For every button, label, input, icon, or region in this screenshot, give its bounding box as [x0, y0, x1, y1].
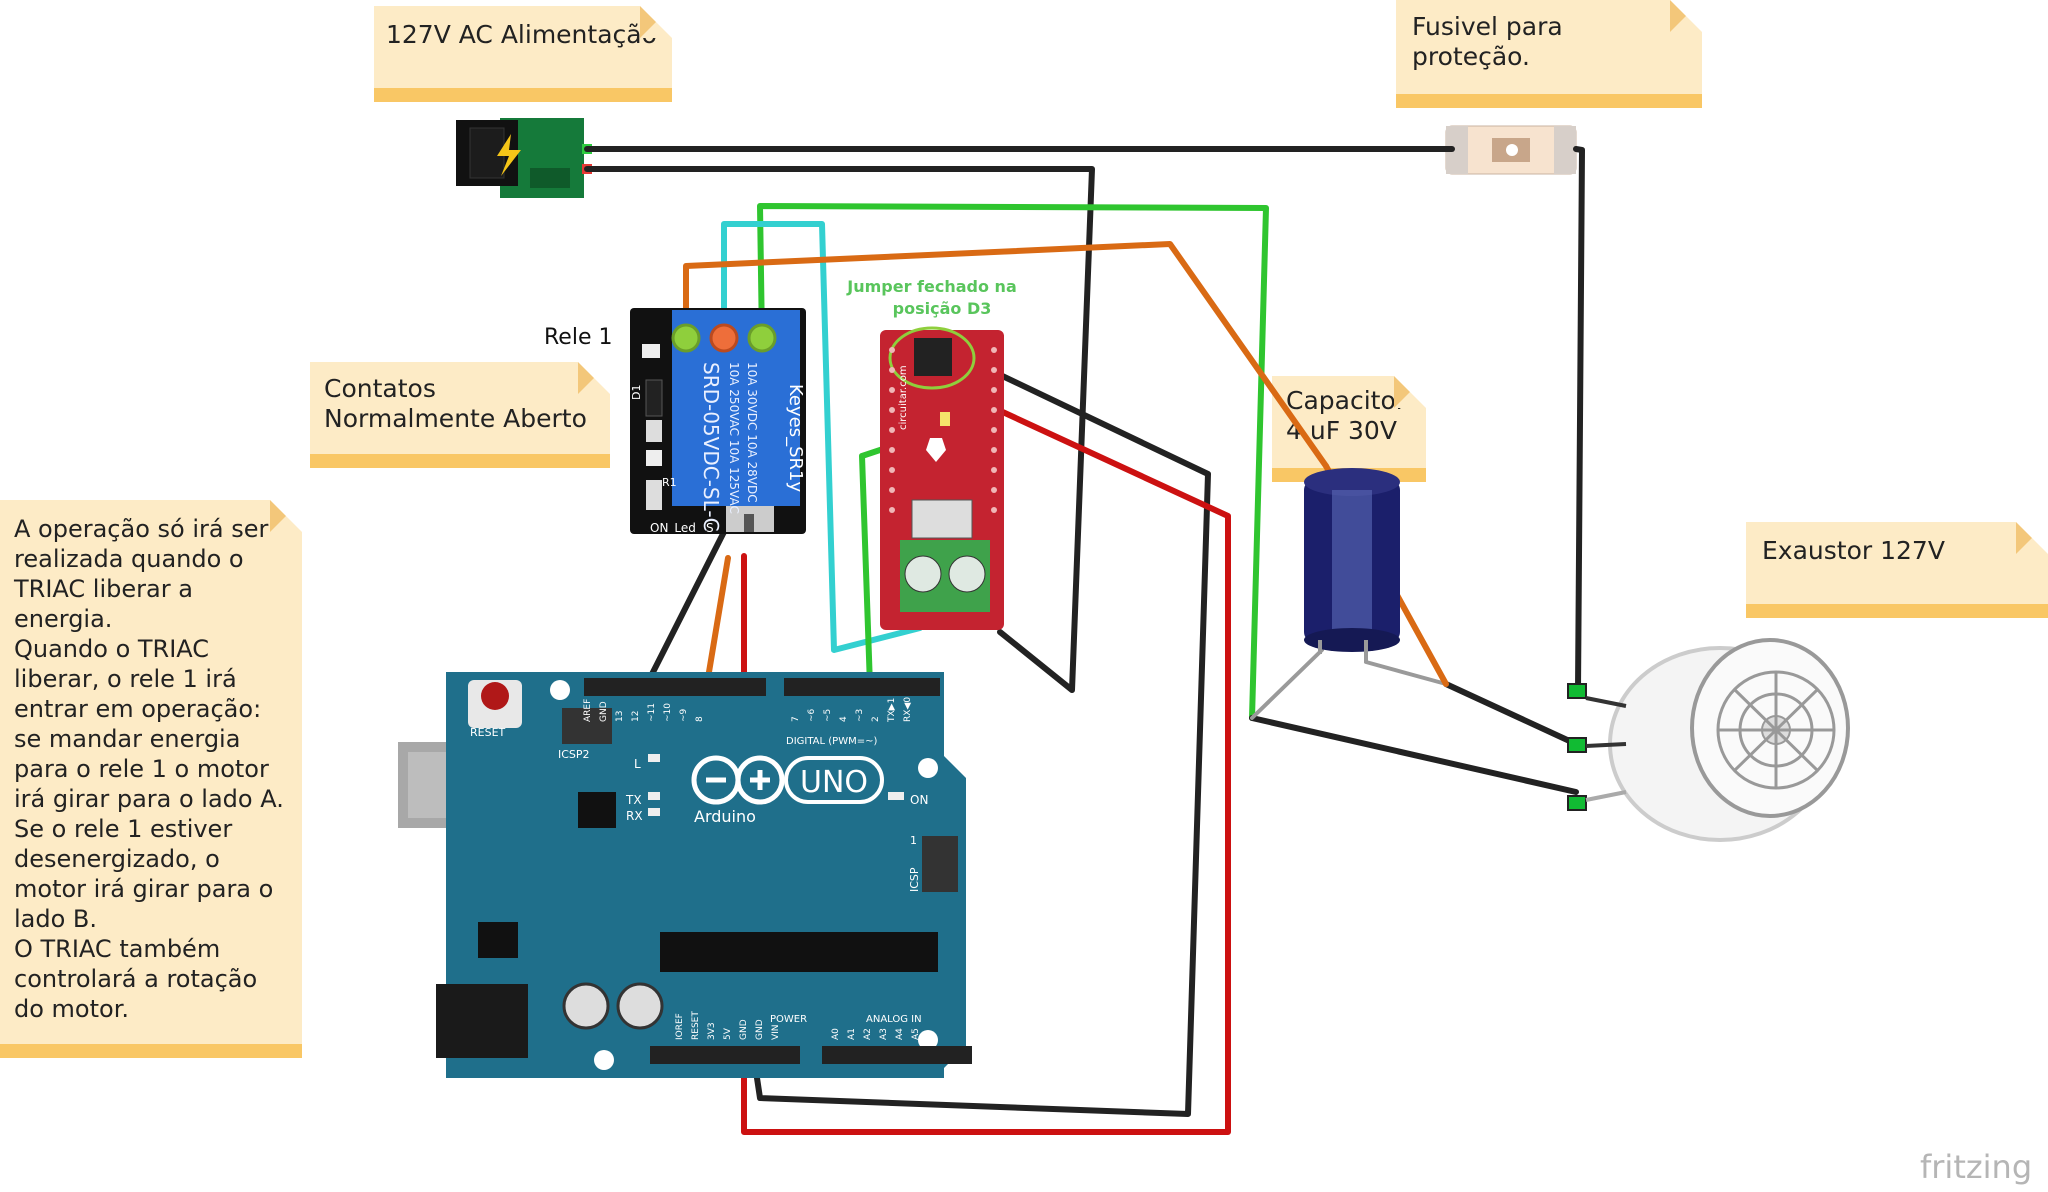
arduino-top-pin-label: AREF — [583, 699, 593, 722]
wire-green-relay-fan — [757, 203, 1269, 721]
arduino-top-pin-label: 13 — [615, 711, 625, 722]
jumper-note-line2: posição D3 — [893, 299, 992, 318]
arduino-top-pin-label: ~5 — [823, 709, 833, 722]
arduino-on-label: ON — [910, 793, 928, 807]
arduino-uno-text: UNO — [800, 765, 868, 800]
note-contacts: Contatos Normalmente Aberto — [310, 362, 610, 468]
arduino-top-pin-label: 8 — [695, 716, 705, 722]
arduino-top-pin-label: RX◀0 — [903, 697, 913, 722]
arduino-top-pin-label: TX▶1 — [887, 698, 897, 723]
relay-title: Rele 1 — [544, 325, 612, 350]
arduino-l-label: L — [634, 757, 641, 771]
arduino-top-pin-label: ~11 — [647, 703, 657, 722]
arduino-top-pin-label: ~10 — [663, 703, 673, 722]
arduino-icsp-label: ICSP — [908, 867, 921, 892]
relay-module-icon: Rele 1 ON_Led S D1 R1 SRD-05VDC-SL-C 10A… — [544, 308, 806, 535]
relay-led-label: ON_Led — [650, 521, 696, 535]
note-power-text: 127V AC Alimentação — [386, 20, 657, 49]
wire-orange-relay-cap — [683, 241, 1329, 469]
arduino-icsp-one: 1 — [910, 834, 917, 847]
arduino-top-pin-label: 12 — [631, 711, 641, 722]
wire-black-triac-gnd — [751, 369, 1211, 1117]
wire-gray-cap-right — [1364, 660, 1448, 686]
wire-black-relay-gnd — [643, 517, 733, 689]
arduino-top-pin-label: 7 — [791, 716, 801, 722]
arduino-uno-icon: UNO Arduino RESET ICSP2 L TX RX ON DIGIT… — [398, 672, 972, 1078]
arduino-top-pin-label: ~3 — [855, 709, 865, 722]
relay-r1: R1 — [662, 476, 677, 489]
note-fuse: Fusivel para proteção. — [1396, 0, 1702, 108]
arduino-bottom-pin-label: A1 — [847, 1028, 857, 1040]
arduino-bottom-pin-label: A2 — [863, 1028, 873, 1040]
note-fuse-text: Fusivel para proteção. — [1412, 12, 1563, 71]
arduino-top-pin-label: ~9 — [679, 708, 689, 722]
relay-rating-1: 10A 250VAC 10A 125VAC — [727, 362, 741, 514]
relay-model: SRD-05VDC-SL-C — [699, 362, 723, 532]
arduino-icsp2-label: ICSP2 — [558, 748, 590, 761]
relay-d1: D1 — [630, 385, 643, 400]
wire-black-cap-fan — [1443, 681, 1579, 747]
note-exhaust-text: Exaustor 127V — [1762, 536, 1945, 565]
arduino-digital-label: DIGITAL (PWM=~) — [786, 736, 877, 747]
jumper-note-line1: Jumper fechado na — [846, 277, 1016, 296]
arduino-bottom-pin-label: A0 — [831, 1028, 841, 1040]
note-contacts-text: Contatos Normalmente Aberto — [324, 374, 587, 433]
arduino-rx-label: RX — [626, 809, 643, 823]
relay-rating-2: 10A 30VDC 10A 28VDC — [745, 362, 759, 503]
wire-black-power-triac — [584, 166, 1095, 693]
arduino-top-pin-label: ~6 — [807, 708, 817, 722]
arduino-analog-label: ANALOG IN — [866, 1014, 922, 1025]
wire-orange-relay-11 — [703, 555, 731, 693]
arduino-reset-label: RESET — [470, 726, 506, 739]
arduino-bottom-pin-label: GND — [739, 1019, 749, 1040]
arduino-bottom-pin-label: A5 — [911, 1028, 921, 1040]
wire-black-fuse-fan — [1573, 146, 1585, 693]
arduino-bottom-pin-label: A4 — [895, 1028, 905, 1040]
relay-brand: Keyes_SR1y — [785, 384, 806, 492]
arduino-bottom-pin-label: A3 — [879, 1028, 889, 1040]
arduino-bottom-pin-label: IOREF — [675, 1013, 685, 1040]
arduino-bottom-pin-label: 5V — [723, 1027, 733, 1040]
capacitor-icon — [1304, 468, 1400, 662]
note-capacitor-text: Capacitor 4 uF 30V — [1286, 386, 1407, 445]
arduino-top-pin-label: 4 — [839, 716, 849, 722]
note-operation: A operação só irá ser realizada quando o… — [0, 500, 302, 1058]
arduino-bottom-pin-label: GND — [755, 1019, 765, 1040]
note-operation-text: A operação só irá ser realizada quando o… — [14, 515, 284, 1023]
fuse-icon — [1445, 125, 1577, 175]
wire-gray-cap-left — [1250, 648, 1324, 720]
arduino-bottom-pin-label: RESET — [691, 1011, 701, 1040]
wire-black-green-fan — [1249, 715, 1579, 795]
arduino-top-pin-labels: AREF GND 13 12 ~11 ~10 ~9 8 7 ~6 ~5 4 ~3 2 TX▶1 RX◀0 — [583, 697, 913, 723]
note-exhaust: Exaustor 127V — [1746, 522, 2048, 618]
triac-board-icon: Jumper fechado na posição D3 circuitar.c… — [846, 277, 1017, 630]
arduino-top-pin-label: GND — [599, 701, 609, 722]
exhaust-fan-icon — [1567, 638, 1850, 842]
triac-brand: circuitar.com — [898, 365, 909, 430]
note-power: 127V AC Alimentação — [374, 6, 672, 102]
arduino-bottom-pin-labels: IOREF RESET 3V3 5V GND GND VIN A0 A1 A2 A3 A4 A5 — [675, 1011, 921, 1040]
fritzing-watermark: fritzing — [1920, 1148, 2032, 1186]
arduino-power-label: POWER — [770, 1014, 807, 1025]
relay-pin-s: S — [706, 521, 714, 535]
arduino-bottom-pin-label: VIN — [771, 1024, 781, 1040]
arduino-top-pin-label: 2 — [871, 716, 881, 722]
arduino-brand: Arduino — [694, 807, 756, 826]
power-jack-icon — [456, 118, 592, 198]
arduino-tx-label: TX — [625, 793, 642, 807]
arduino-bottom-pin-label: 3V3 — [707, 1022, 717, 1040]
